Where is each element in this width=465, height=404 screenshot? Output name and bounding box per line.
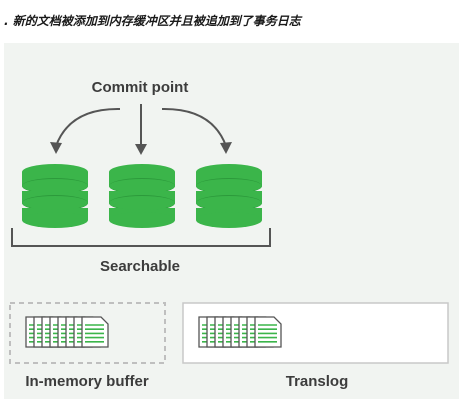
arrow-center-head <box>135 144 147 155</box>
translog-label: Translog <box>285 373 349 390</box>
translog-doc-stack <box>198 316 282 348</box>
buffer-document-icon <box>81 316 109 348</box>
commit-arrows <box>50 104 232 155</box>
searchable-bracket <box>11 228 271 247</box>
segment-3 <box>196 164 262 228</box>
translog-document-icon <box>254 316 282 348</box>
caption: . 新的文档被添加到内存缓冲区并且被追加到了事务日志 <box>4 14 301 28</box>
commit-point-label: Commit point <box>91 79 189 96</box>
buffer-doc-stack <box>25 316 109 348</box>
in-memory-buffer-label: In-memory buffer <box>25 373 149 390</box>
arrow-right <box>161 107 227 147</box>
arrow-right-head <box>220 142 232 154</box>
searchable-label: Searchable <box>99 258 181 275</box>
segment-2 <box>109 164 175 228</box>
arrow-left <box>55 107 121 147</box>
arrow-left-head <box>50 142 62 154</box>
segment-1 <box>22 164 88 228</box>
